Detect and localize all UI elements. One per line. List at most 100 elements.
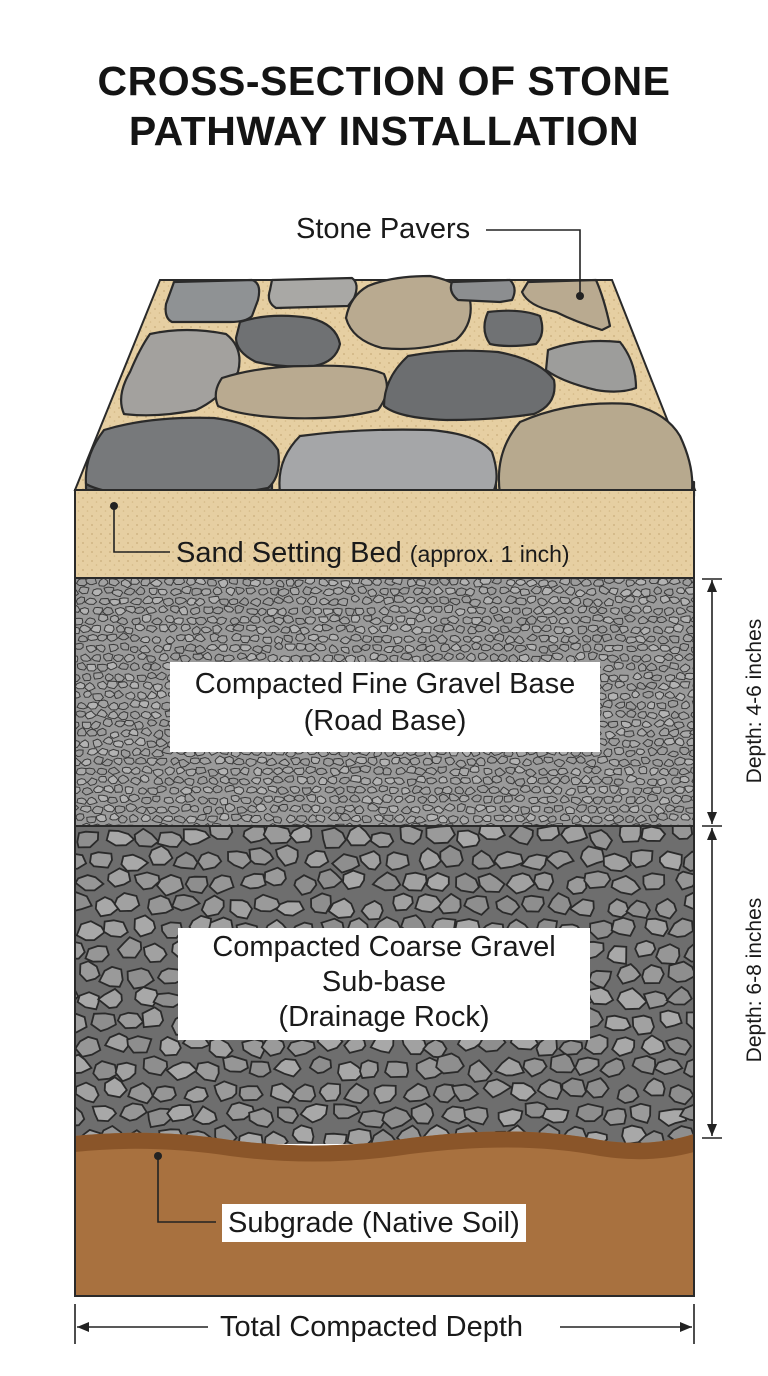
- gravel-stone: [351, 645, 363, 653]
- gravel-stone: [275, 579, 285, 588]
- gravel-stone: [379, 625, 388, 634]
- gravel-stone: [302, 586, 314, 596]
- gravel-stone: [536, 1078, 563, 1101]
- gravel-stone: [274, 641, 284, 650]
- gravel-stone: [378, 606, 390, 616]
- gravel-stone: [642, 1077, 666, 1097]
- gravel-stone: [116, 624, 126, 633]
- gravel-stone: [415, 596, 428, 605]
- gravel-stone: [395, 615, 406, 623]
- gravel-stone: [469, 635, 483, 643]
- gravel-stone: [75, 920, 106, 942]
- gravel-stone: [656, 746, 668, 756]
- gravel-stone: [318, 578, 330, 587]
- gravel-stone: [148, 844, 174, 866]
- gravel-stone: [241, 813, 253, 823]
- gravel-stone: [338, 616, 351, 625]
- gravel-stone: [127, 1081, 154, 1105]
- gravel-stone: [433, 586, 444, 596]
- subgrade-dark-band: [75, 1131, 694, 1162]
- gravel-stone: [608, 758, 620, 767]
- gravel-stone: [625, 774, 638, 783]
- gravel-stone: [494, 767, 507, 778]
- gravel-stone: [422, 804, 435, 812]
- gravel-stone: [691, 646, 694, 655]
- gravel-stone: [480, 643, 492, 652]
- gravel-stone: [261, 767, 273, 776]
- gravel-stone: [612, 767, 622, 776]
- gravel-stone: [528, 796, 539, 805]
- gravel-stone: [96, 767, 108, 775]
- gravel-stone: [256, 786, 268, 795]
- gravel-stone: [76, 702, 89, 710]
- gravel-stone: [471, 849, 497, 870]
- gravel-stone: [346, 786, 356, 794]
- gravel-stone: [137, 691, 148, 700]
- gravel-stone: [658, 664, 669, 673]
- gravel-stone: [215, 616, 228, 626]
- gravel-stone: [679, 730, 692, 738]
- gravel-stone: [515, 597, 527, 606]
- gravel-stone: [426, 777, 438, 785]
- gravel-stone: [487, 625, 500, 634]
- gravel-stone: [641, 804, 653, 814]
- gravel-stone: [548, 635, 559, 644]
- gravel-stone: [225, 624, 237, 633]
- gravel-stone: [173, 815, 187, 824]
- gravel-stone: [103, 1076, 128, 1099]
- gravel-stone: [318, 616, 330, 624]
- gravel-stone: [466, 758, 478, 766]
- gravel-stone: [163, 597, 174, 607]
- gravel-stone: [597, 606, 608, 615]
- gravel-stone: [519, 784, 532, 793]
- gravel-stone: [546, 795, 559, 804]
- gravel-stone: [679, 775, 690, 784]
- gravel-stone: [172, 851, 199, 870]
- gravel-stone: [262, 615, 275, 625]
- gravel-stone: [302, 605, 312, 615]
- gravel-stone: [252, 645, 264, 654]
- gravel-stone: [75, 891, 93, 912]
- gravel-stone: [664, 804, 677, 813]
- gravel-stone: [256, 652, 267, 661]
- gravel-stone: [383, 645, 395, 653]
- gravel-stone: [129, 597, 142, 606]
- gravel-stone: [613, 661, 624, 670]
- gravel-stone: [422, 606, 433, 614]
- gravel-stone: [404, 794, 416, 804]
- gravel-stone: [491, 642, 505, 651]
- gravel-stone: [214, 755, 226, 765]
- gravel-stone: [629, 1102, 652, 1124]
- gravel-stone: [514, 765, 527, 774]
- gravel-stone: [114, 673, 126, 683]
- gravel-stone: [151, 1085, 177, 1103]
- gravel-stone: [355, 607, 365, 616]
- gravel-stone: [75, 1089, 77, 1096]
- gravel-stone: [471, 616, 483, 626]
- gravel-stone: [668, 813, 679, 821]
- gravel-stone: [581, 795, 594, 805]
- gravel-stone: [169, 652, 181, 661]
- gravel-stone: [142, 942, 168, 964]
- gravel-stone: [415, 579, 427, 587]
- gravel-stone: [616, 987, 648, 1011]
- gravel-stone: [579, 615, 591, 624]
- gravel-stone: [91, 588, 103, 597]
- gravel-stone: [675, 671, 687, 681]
- gravel-stone: [590, 765, 602, 775]
- gravel-stone: [670, 794, 683, 805]
- gravel-stone: [163, 796, 175, 804]
- gravel-stone: [245, 652, 258, 662]
- gravel-stone: [388, 622, 399, 631]
- gravel-stone: [197, 796, 209, 805]
- gravel-stone: [437, 766, 447, 774]
- gravel-stone: [275, 900, 306, 917]
- gravel-stone: [248, 1107, 275, 1129]
- gravel-stone: [76, 727, 87, 737]
- gravel-stone: [411, 626, 424, 636]
- gravel-stone: [532, 605, 544, 615]
- gravel-stone: [505, 578, 516, 587]
- gravel-stone: [674, 737, 685, 747]
- gravel-stone: [398, 586, 410, 595]
- gravel-stone: [333, 607, 343, 617]
